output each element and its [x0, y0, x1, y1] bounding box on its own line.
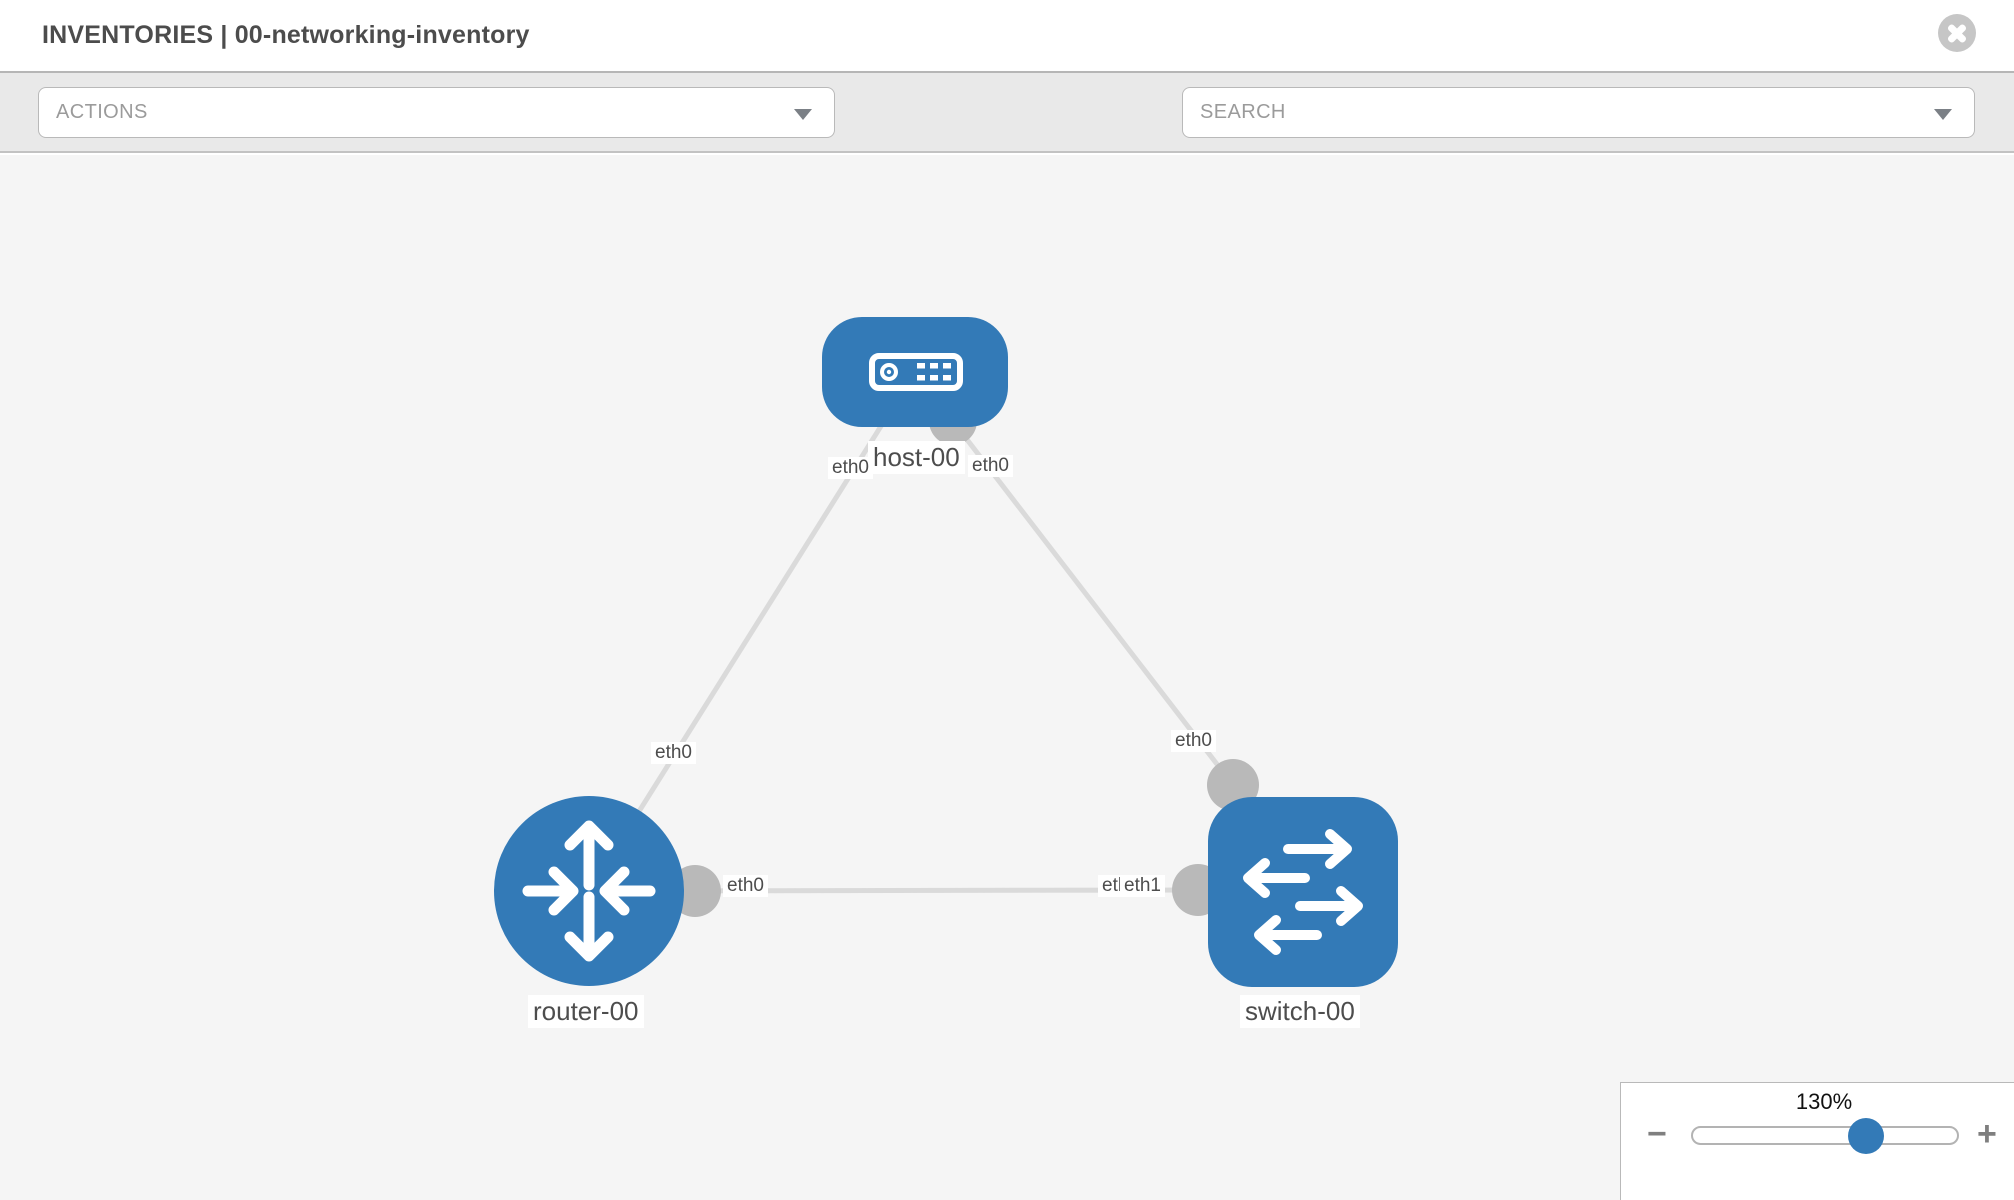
toolbar: ACTIONS SEARCH	[0, 71, 2014, 208]
zoom-slider-track[interactable]	[1691, 1118, 1959, 1154]
search-dropdown-label: SEARCH	[1200, 101, 1286, 123]
zoom-in-button[interactable]: +	[1977, 1115, 1997, 1153]
if-label-switch-eth1: eth1	[1120, 875, 1165, 897]
close-icon[interactable]	[1938, 14, 1976, 52]
if-label-host-eth0-left: eth0	[828, 457, 873, 479]
chevron-down-icon	[794, 109, 812, 120]
if-label-host-eth0-right: eth0	[968, 455, 1013, 477]
zoom-slider-knob[interactable]	[1848, 1118, 1884, 1154]
actions-dropdown[interactable]: ACTIONS	[38, 87, 835, 138]
node-label-host: host-00	[868, 441, 965, 474]
if-label-router-eth0-right: eth0	[723, 875, 768, 897]
actions-dropdown-label: ACTIONS	[56, 101, 148, 123]
zoom-out-button[interactable]: −	[1647, 1115, 1667, 1153]
node-router-00[interactable]	[494, 796, 684, 986]
host-icon	[869, 353, 963, 391]
topology-graph	[494, 317, 1398, 987]
node-host-00[interactable]	[822, 317, 1008, 427]
if-label-switch-eth0-top: eth0	[1171, 730, 1216, 752]
node-switch-00[interactable]	[1208, 797, 1398, 987]
node-label-switch: switch-00	[1240, 995, 1360, 1028]
node-label-router: router-00	[528, 995, 644, 1028]
page-title: INVENTORIES | 00-networking-inventory	[42, 21, 530, 49]
topology-canvas[interactable]: host-00 router-00 switch-00 eth0 eth0 et…	[0, 155, 2014, 1200]
header: INVENTORIES | 00-networking-inventory	[0, 0, 2014, 71]
link-host-switch[interactable]	[913, 370, 1235, 787]
router-icon	[522, 820, 656, 962]
if-label-router-eth0-top: eth0	[651, 742, 696, 764]
chevron-down-icon	[1934, 109, 1952, 120]
search-dropdown[interactable]: SEARCH	[1182, 87, 1975, 138]
zoom-control-panel: 130% − +	[1620, 1082, 2014, 1200]
switch-icon	[1243, 829, 1363, 955]
zoom-level: 130%	[1795, 1089, 1853, 1114]
